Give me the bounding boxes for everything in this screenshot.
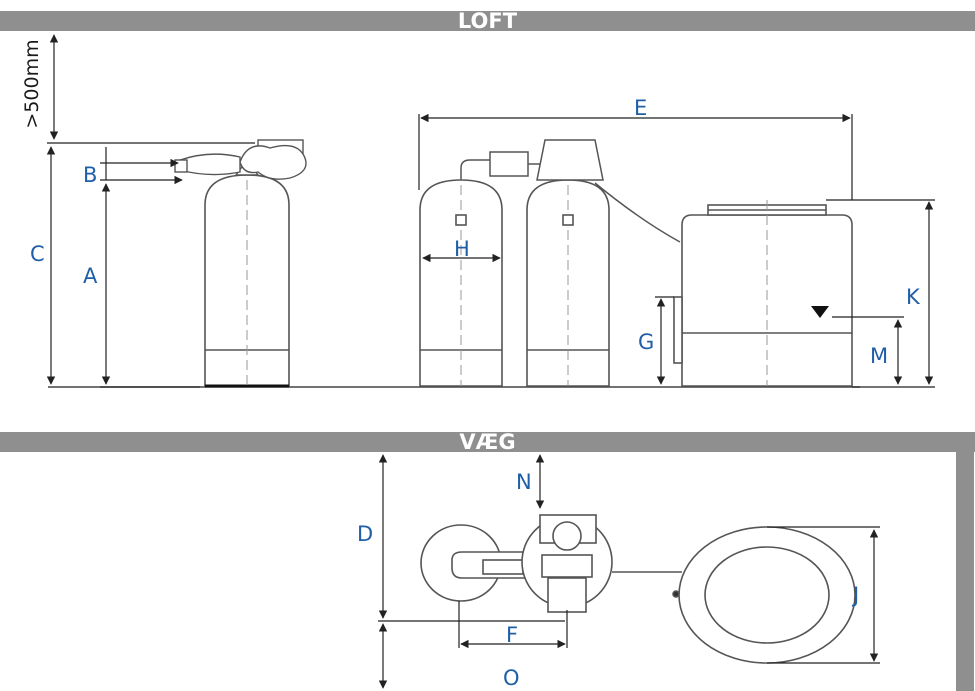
dim-m-line xyxy=(832,316,904,385)
dim-b-line xyxy=(100,147,183,185)
softener-plan xyxy=(521,514,682,613)
dim-c-line xyxy=(46,142,255,385)
wall-banner xyxy=(0,432,975,452)
filter-tank-plan xyxy=(420,524,526,602)
softener-tank-2 xyxy=(526,179,610,387)
dim-label-d: D xyxy=(357,522,374,546)
loft-banner-label: LOFT xyxy=(457,9,518,33)
dim-label-o: O xyxy=(503,666,520,690)
dim-label-a: A xyxy=(83,264,98,288)
dim-label-n: N xyxy=(516,470,532,494)
wall-banner-label: VÆG xyxy=(459,430,516,454)
dim-label-c: C xyxy=(30,242,45,266)
dim-k-line xyxy=(826,199,935,388)
dim-label-h: H xyxy=(454,237,470,261)
dim-label-e: E xyxy=(634,96,648,120)
water-level-marker xyxy=(811,306,829,318)
control-valve xyxy=(174,139,307,180)
filter-tank xyxy=(204,174,290,388)
right-wall xyxy=(956,432,974,691)
dim-e-line xyxy=(418,113,853,200)
dim-a-line xyxy=(100,183,200,388)
brine-tank-plan xyxy=(672,526,856,664)
dim-label-k: K xyxy=(906,285,920,309)
softener-tank-1 xyxy=(419,179,503,387)
dim-label-b: B xyxy=(83,163,98,187)
loft-banner xyxy=(0,11,975,31)
softener-valve-head xyxy=(460,139,681,243)
dim-f-line xyxy=(458,601,568,649)
dim-label-g: G xyxy=(638,330,655,354)
dim-label-j: J xyxy=(853,583,860,607)
dim-label-m: M xyxy=(870,344,889,368)
brine-tank xyxy=(673,200,853,387)
dim-d-line xyxy=(378,454,565,622)
dim-label-f: F xyxy=(506,623,519,647)
min-clearance-label: >500mm xyxy=(21,39,43,129)
dim-j-line xyxy=(767,526,880,664)
dim-g-line xyxy=(655,296,674,385)
